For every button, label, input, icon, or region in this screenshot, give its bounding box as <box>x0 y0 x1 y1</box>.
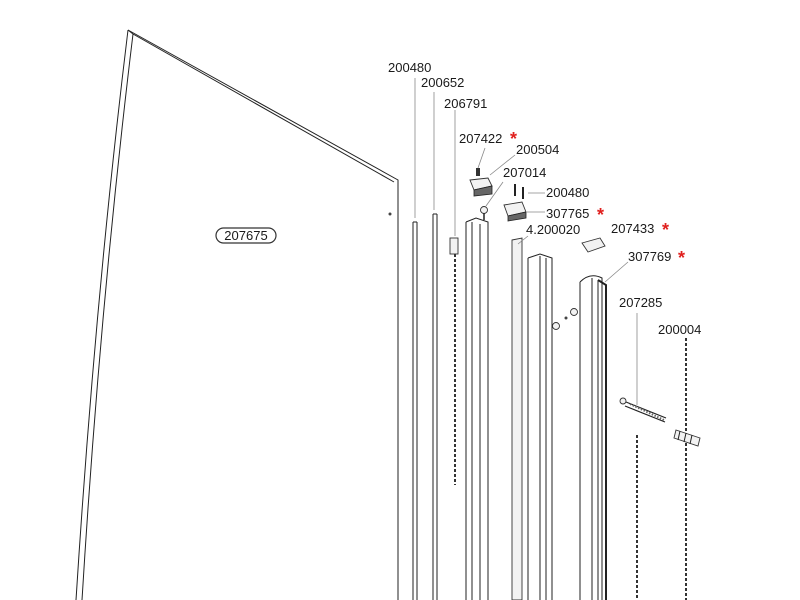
label-200004: 200004 <box>658 322 701 337</box>
magnet-profile <box>527 253 553 600</box>
glass-panel <box>75 29 399 600</box>
profile-4-200020 <box>511 235 529 600</box>
label-207014: 207014 <box>503 165 546 180</box>
cap-207433 <box>581 237 606 253</box>
label-307769: 307769 <box>628 249 671 264</box>
block-307765 <box>503 201 545 222</box>
star-207433: * <box>662 220 669 240</box>
label-200480-screw: 200480 <box>546 185 589 200</box>
panel-hole <box>388 212 392 216</box>
screw-207014 <box>480 181 504 220</box>
label-200504: 200504 <box>516 142 559 157</box>
label-307765: 307765 <box>546 206 589 221</box>
panel-part-badge: 207675 <box>215 227 277 244</box>
small-knobs <box>552 308 578 330</box>
pin-207285 <box>619 313 667 600</box>
part-number-labels: 200480 200652 206791 207422 200504 20701… <box>388 60 701 337</box>
star-307769: * <box>678 248 685 268</box>
label-207433: 207433 <box>611 221 654 236</box>
label-4-200020: 4.200020 <box>526 222 580 237</box>
seal-strip-200480 <box>412 78 418 600</box>
handle-profile-307769 <box>579 261 629 600</box>
spindle-200004 <box>673 338 701 600</box>
screws-200480 <box>514 184 545 199</box>
leader-200504 <box>489 154 516 176</box>
clip-207422 <box>469 147 493 197</box>
label-206791: 206791 <box>444 96 487 111</box>
profile-206791 <box>449 110 459 485</box>
badge-text: 207675 <box>224 228 267 243</box>
spare-part-markers: * * * * <box>510 129 685 268</box>
label-207422: 207422 <box>459 131 502 146</box>
hinge-profile <box>465 217 489 600</box>
label-207285: 207285 <box>619 295 662 310</box>
seal-strip-200652 <box>432 92 438 600</box>
star-207422: * <box>510 129 517 149</box>
label-200480-top: 200480 <box>388 60 431 75</box>
star-307765: * <box>597 205 604 225</box>
label-200652: 200652 <box>421 75 464 90</box>
